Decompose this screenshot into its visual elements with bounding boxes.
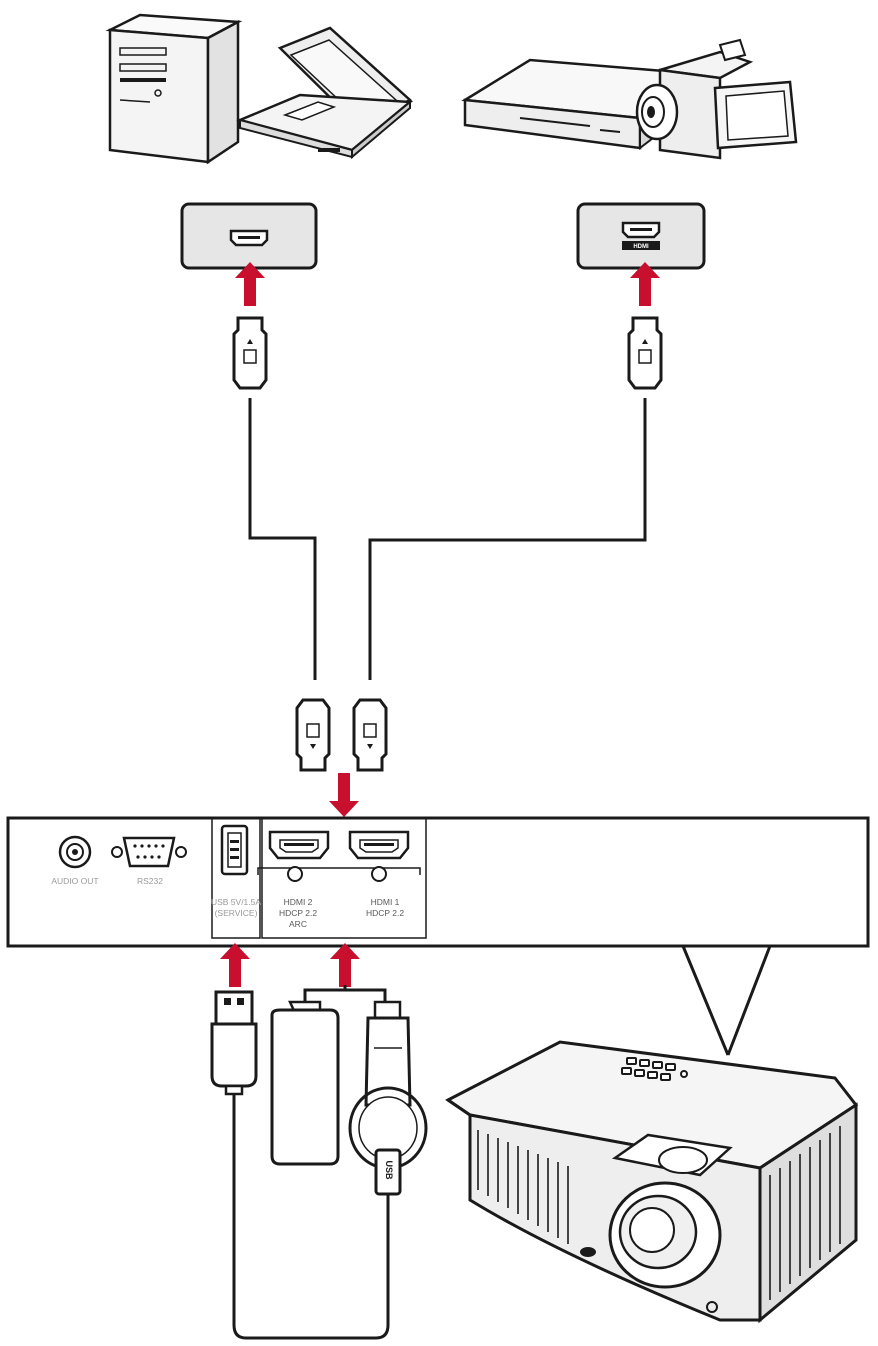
rs232-port — [111, 836, 187, 868]
panel-callout-lines — [681, 945, 772, 1056]
hdmi-cable-left — [248, 398, 317, 680]
arrow-up-to-hdmi2 — [330, 943, 360, 987]
hdmi1-label-line1: HDMI 1 — [371, 897, 400, 907]
rs232-label: RS232 — [137, 876, 163, 886]
dongle-bracket — [303, 985, 387, 1005]
source-port-right: HDMI — [576, 202, 706, 270]
hdmi2-port — [268, 830, 330, 882]
hdmi-plug-left-bottom — [295, 698, 331, 772]
usb-plug — [210, 990, 258, 1096]
hdmi-group-link — [257, 867, 421, 875]
usb-label-line2: (SERVICE) — [215, 908, 258, 918]
laptop-icon — [236, 26, 414, 160]
arrow-up-to-usb — [220, 943, 250, 987]
hdmi-usb-power-adapter: USB — [348, 1000, 428, 1196]
hdmi-tag-label: HDMI — [633, 244, 649, 250]
hdmi-plug-right-bottom — [352, 698, 388, 772]
projector-rear-panel: AUDIO OUT RS232 USB 5V/1.5A (SERVICE) — [6, 816, 870, 948]
arrow-down-to-projector — [329, 773, 359, 817]
projector-icon — [445, 1040, 859, 1324]
audio-out-label: AUDIO OUT — [51, 876, 98, 886]
hdmi-plug-right-top — [627, 316, 663, 390]
audio-out-port — [58, 835, 92, 869]
usb-tag-label: USB — [384, 1160, 394, 1180]
usb-label-line1: USB 5V/1.5A — [211, 897, 261, 907]
hdmi1-label-line2: HDCP 2.2 — [366, 908, 404, 918]
hdmi2-label-line2: HDCP 2.2 — [279, 908, 317, 918]
usb-a-port — [220, 824, 249, 876]
hdmi-port-icon — [621, 221, 661, 239]
source-port-left — [180, 202, 318, 270]
camcorder-icon — [635, 38, 798, 160]
hdmi-cable-right — [368, 398, 647, 680]
hdmi-plug-left-top — [232, 316, 268, 390]
hdmi-port-group-frame — [261, 818, 427, 939]
hdmi2-label-line3: ARC — [289, 919, 307, 929]
hdmi-tag-badge — [622, 241, 660, 250]
hdmi2-label-line1: HDMI 2 — [284, 897, 313, 907]
hdmi-dongle-icon — [270, 1000, 340, 1166]
hdmi1-port — [348, 830, 410, 882]
desktop-tower-icon — [105, 13, 243, 165]
usb-cable-loop — [232, 1094, 390, 1340]
hdmi-port-icon — [229, 229, 269, 247]
usb-port-frame — [211, 817, 261, 939]
